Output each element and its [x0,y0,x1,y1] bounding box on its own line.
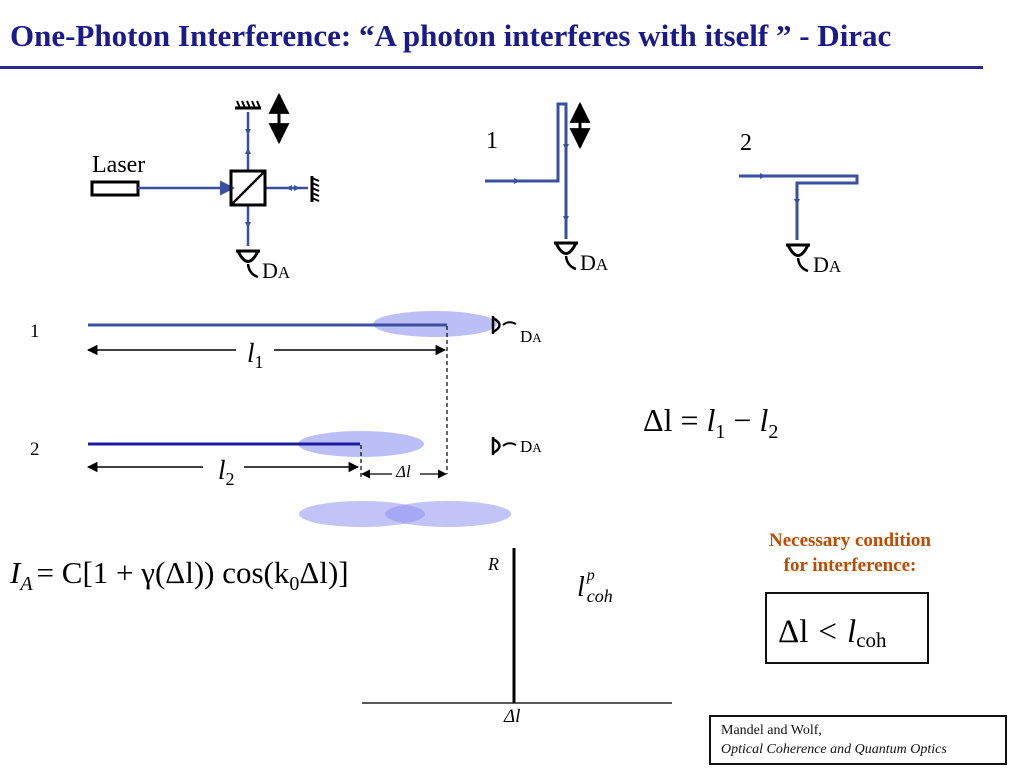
right-mirror [310,176,320,202]
intensity-equation: IA= C[1 + γ(Δl)) cos(k0Δl)] [9,555,349,595]
detector-label: DA [580,250,609,275]
detector-icon [554,241,578,271]
condition-box [765,592,929,664]
path2-number: 2 [740,130,752,156]
path1-number: 1 [486,128,498,154]
path-length-comparison: 1 DA l1 2 DA l2 Δl [30,311,542,527]
detector-label: DA [520,437,542,456]
detector-icon [491,316,517,334]
delta-l-label: Δl [395,462,411,481]
reference-box: Mandel and Wolf, Optical Coherence and Q… [709,715,1007,765]
necessary-line-1: Necessary condition [768,530,931,551]
reference-book: Optical Coherence and Quantum Optics [721,742,947,757]
path-difference-equation: Δl=l1−l2 [643,402,778,443]
detector-label: DA [262,258,291,283]
laser-label: Laser [92,152,145,178]
detector-icon [236,249,260,279]
necessary-line-2: for interference: [783,555,917,576]
plot-x-label: Δl [503,706,520,727]
length-l2: l2 [218,455,235,489]
condition-expression: Δl<lcoh [778,614,887,652]
detector-icon [786,243,810,273]
title-underline [0,66,983,69]
plot-y-label: R [487,554,499,574]
path-geometry-2: 2 DA [739,130,859,277]
detector-label: DA [813,252,842,277]
reference-author: Mandel and Wolf, [721,723,822,738]
slide-title: One-Photon Interference: “A photon inter… [10,18,892,53]
wave-packet-2 [298,431,424,457]
detector-label: DA [520,327,542,346]
top-mirror [235,100,261,110]
michelson-interferometer: Laser [90,92,320,283]
necessary-condition-text: Necessary condition for interference: [700,528,1000,578]
detector-icon [491,437,517,455]
row2-number: 2 [30,439,40,460]
beam-splitter [229,169,267,207]
row1-number: 1 [30,321,40,342]
laser-box [90,180,140,197]
overlap-packet-right [385,501,511,527]
length-l1: l1 [247,338,264,372]
path-geometry-1: 1 DA [485,101,609,275]
